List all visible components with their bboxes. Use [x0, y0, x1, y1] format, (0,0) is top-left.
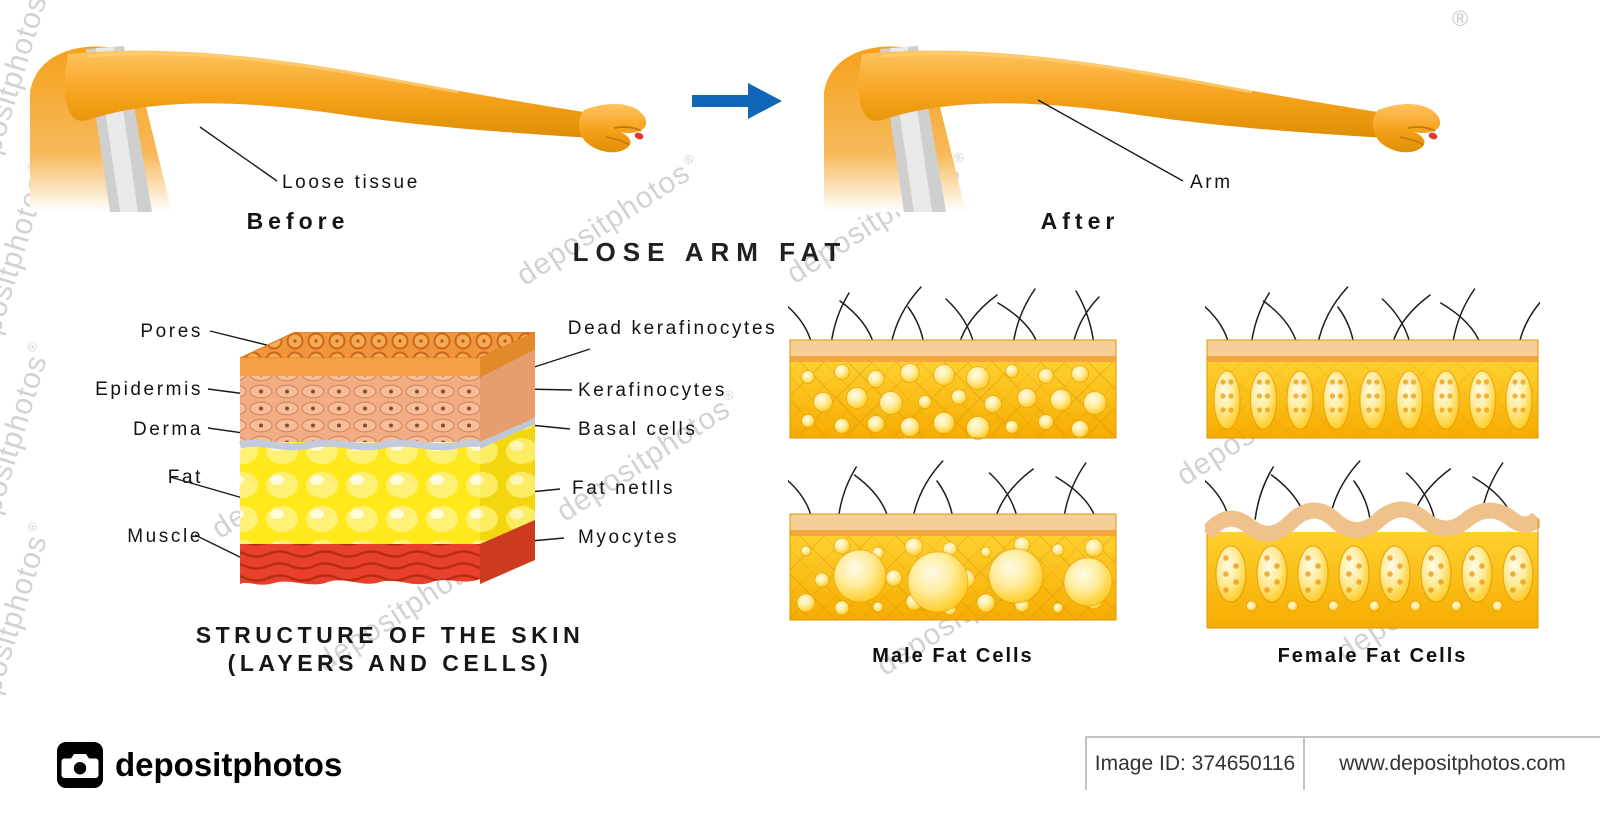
male-fat-cells-bottom-panel — [788, 460, 1117, 621]
label-myocytes: Myocytes — [578, 527, 680, 548]
brand-wordmark: depositphotos — [115, 746, 343, 783]
label-pores: Pores — [140, 321, 203, 342]
depositphotos-logo: depositphotos — [57, 742, 342, 788]
skin-diagram-caption-line1: STRUCTURE OF THE SKIN — [195, 622, 585, 648]
label-muscle: Muscle — [127, 526, 203, 547]
label-fat-netlls: Fat netlls — [572, 478, 676, 499]
camera-icon — [57, 742, 103, 788]
callout-arm: Arm — [1190, 172, 1233, 193]
label-fat: Fat — [167, 467, 203, 488]
female-fat-cells-bottom-panel — [1205, 460, 1540, 629]
label-kerafinocytes: Kerafinocytes — [578, 380, 727, 401]
label-derma: Derma — [132, 419, 203, 440]
female-fat-cells-top-panel — [1205, 286, 1540, 439]
page-title: LOSE ARM FAT — [572, 237, 848, 267]
label-epidermis: Epidermis — [95, 379, 203, 400]
caption-before: Before — [246, 208, 350, 234]
website-text: www.depositphotos.com — [1303, 738, 1600, 790]
skin-diagram-caption-line2: (LAYERS AND CELLS) — [227, 650, 553, 676]
image-id-text: Image ID: 374650116 — [1085, 738, 1303, 790]
label-basal-cells: Basal cells — [578, 419, 698, 440]
label-dead-kerafinocytes: Dead kerafinocytes — [567, 318, 778, 339]
skin-structure-diagram — [239, 332, 536, 585]
footer-info-bar: Image ID: 374650116 www.depositphotos.co… — [1085, 736, 1600, 790]
caption-after: After — [1040, 208, 1120, 234]
caption-male-fat-cells: Male Fat Cells — [872, 645, 1034, 667]
callout-loose-tissue: Loose tissue — [282, 172, 420, 193]
male-fat-cells-top-panel — [788, 286, 1117, 440]
caption-female-fat-cells: Female Fat Cells — [1277, 645, 1468, 667]
arrow-right-icon — [692, 83, 782, 119]
